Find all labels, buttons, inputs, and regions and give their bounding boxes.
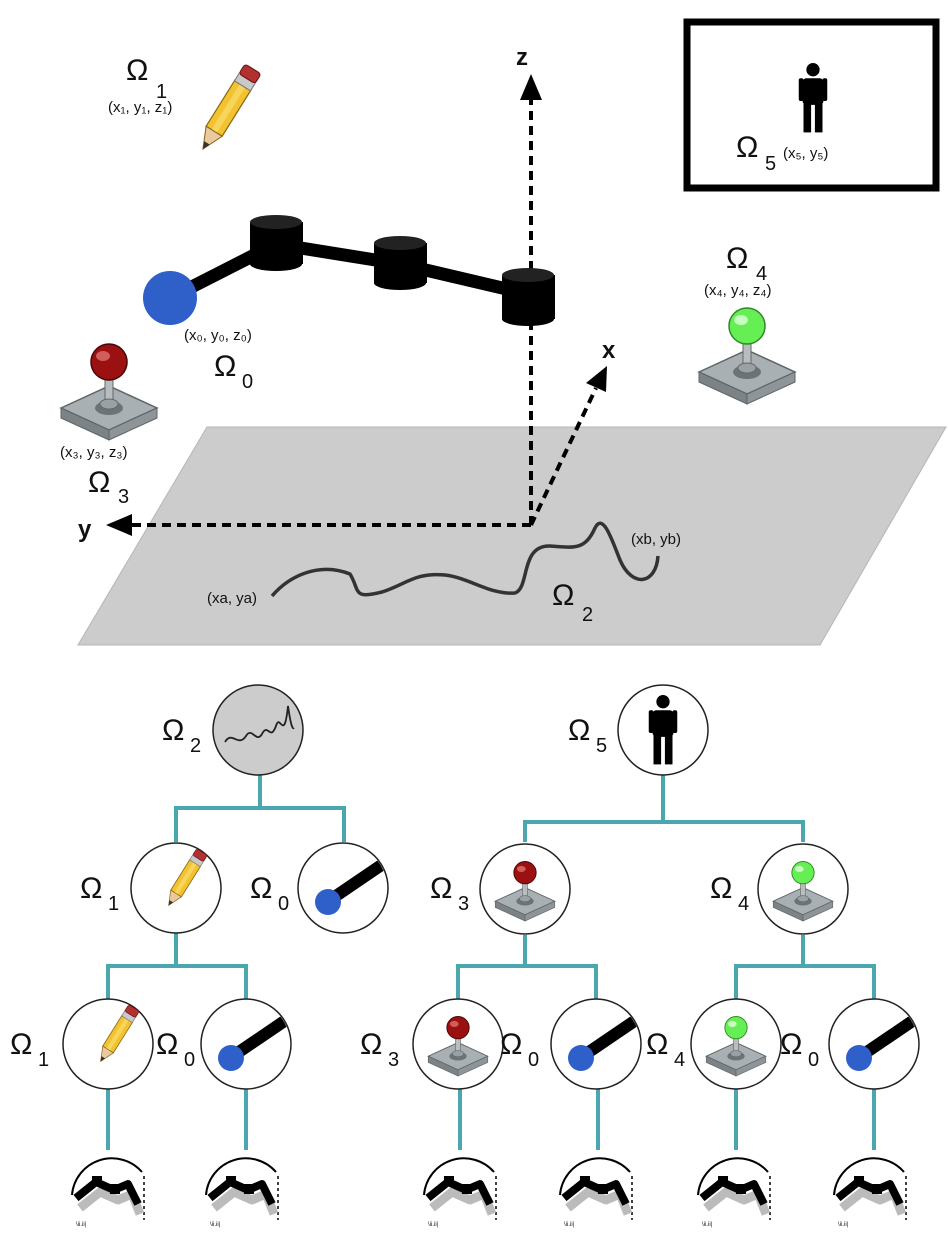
omega2-symbol: Ω	[552, 579, 574, 612]
right-l1-a-index: 3	[458, 893, 469, 915]
y-axis-arrow-icon	[106, 514, 132, 536]
omega5-coord: (x₅, y₅)	[783, 145, 828, 162]
omega1-coord: (x₁, y₁, z₁)	[108, 99, 172, 116]
robot-outcome-thumbnail	[206, 1158, 278, 1228]
screen-frame	[683, 18, 940, 192]
trajectory-start-label: (xa, ya)	[207, 590, 257, 607]
omega0-index: 0	[242, 371, 253, 393]
left-l2-a-symbol: Ω	[10, 1028, 32, 1061]
omega4-index: 4	[756, 263, 767, 285]
omega5-symbol: Ω	[736, 131, 758, 164]
pencil-icon	[194, 63, 262, 155]
tree-right: Ω 5 Ω 3 Ω 4 Ω 3 Ω 0 Ω 4 Ω 0	[360, 684, 920, 1228]
right-l2-c-index: 4	[674, 1049, 685, 1071]
right-l2-c-symbol: Ω	[646, 1028, 668, 1061]
omega4-coord: (x₄, y₄, z₄)	[704, 282, 772, 299]
right-l2-b-index: 0	[528, 1049, 539, 1071]
omega3-symbol: Ω	[88, 466, 110, 499]
omega1-symbol: Ω	[126, 54, 148, 87]
z-axis-arrow-icon	[520, 74, 542, 100]
omega0-coord: (x₀, y₀, z₀)	[184, 327, 252, 344]
omega1-index: 1	[156, 81, 167, 103]
left-l1-b-index: 0	[278, 893, 289, 915]
left-l1-a-index: 1	[108, 893, 119, 915]
robot-outcome-thumbnail	[72, 1158, 144, 1228]
right-l1-a-symbol: Ω	[430, 872, 452, 905]
robot-arm-icon	[143, 215, 555, 326]
right-l2-b-symbol: Ω	[500, 1028, 522, 1061]
x-axis-arrow-icon	[586, 366, 607, 392]
right-l1-b-symbol: Ω	[710, 872, 732, 905]
omega2-index: 2	[582, 604, 593, 626]
joystick-green-icon	[699, 308, 795, 404]
omega5-index: 5	[765, 153, 776, 175]
right-l2-d-symbol: Ω	[780, 1028, 802, 1061]
tree-left: Ω 2 Ω 1 Ω 0 Ω 1 Ω 0	[10, 684, 389, 1228]
left-l1-b-symbol: Ω	[250, 872, 272, 905]
left-l1-a-symbol: Ω	[80, 872, 102, 905]
right-l2-a-index: 3	[388, 1049, 399, 1071]
robot-outcome-thumbnail	[424, 1158, 496, 1228]
omega0-symbol: Ω	[214, 350, 236, 383]
right-l1-b-index: 4	[738, 893, 749, 915]
robot-outcome-thumbnail	[698, 1158, 770, 1228]
robot-outcome-thumbnail	[834, 1158, 906, 1228]
right-root-index: 5	[596, 735, 607, 757]
x-axis-label: x	[602, 337, 616, 364]
right-l2-a-symbol: Ω	[360, 1028, 382, 1061]
left-l2-a-index: 1	[38, 1049, 49, 1071]
z-axis-label: z	[516, 44, 528, 71]
joystick-red-icon	[61, 344, 157, 440]
robot-outcome-thumbnail	[560, 1158, 632, 1228]
trajectory-curve	[270, 521, 660, 598]
trajectory-icon	[224, 705, 295, 743]
ground-plane	[77, 426, 947, 646]
left-l2-b-symbol: Ω	[156, 1028, 178, 1061]
right-root-symbol: Ω	[568, 714, 590, 747]
omega3-coord: (x₃, y₃, z₃)	[60, 444, 128, 461]
omega3-index: 3	[118, 486, 129, 508]
omega4-symbol: Ω	[726, 242, 748, 275]
left-root-symbol: Ω	[162, 714, 184, 747]
right-l2-d-index: 0	[808, 1049, 819, 1071]
left-root-index: 2	[190, 735, 201, 757]
trajectory-end-label: (xb, yb)	[631, 531, 681, 548]
node-omega2	[212, 684, 304, 776]
y-axis-label: y	[78, 516, 92, 543]
left-l2-b-index: 0	[184, 1049, 195, 1071]
